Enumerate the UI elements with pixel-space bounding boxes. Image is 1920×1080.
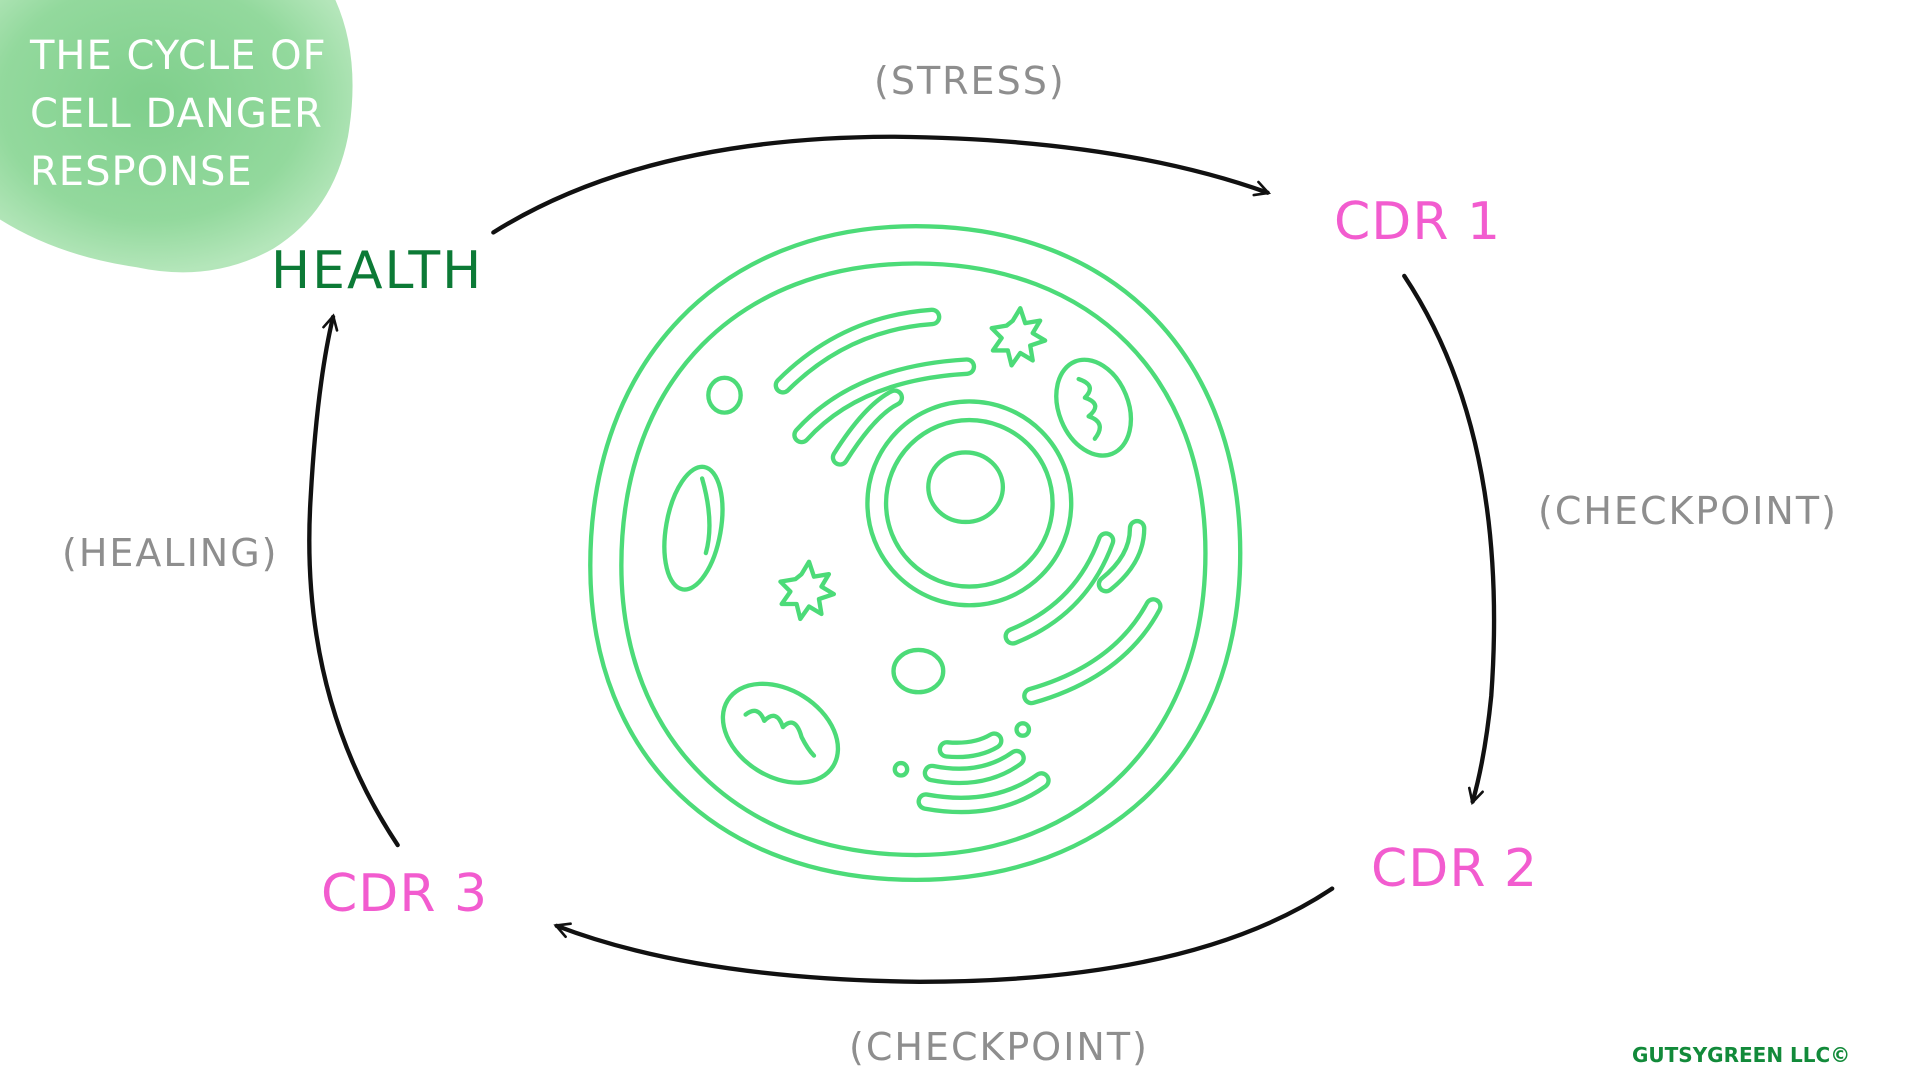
title-line-1: THE CYCLE OF — [30, 33, 327, 79]
node-cdr3: CDR 3 — [321, 864, 489, 924]
node-cdr2: CDR 2 — [1371, 839, 1539, 899]
title-line-2: CELL DANGER — [30, 91, 323, 137]
arrow-stress — [491, 134, 1267, 235]
label-checkpoint-right: (CHECKPOINT) — [1538, 489, 1838, 533]
node-cdr1: CDR 1 — [1334, 192, 1502, 252]
arrow-checkpoint-right — [1402, 273, 1497, 802]
watercolor-blob — [0, 0, 353, 273]
node-health: HEALTH — [271, 241, 484, 301]
label-stress: (STRESS) — [874, 59, 1066, 103]
label-healing: (HEALING) — [62, 531, 279, 575]
label-checkpoint-bottom: (CHECKPOINT) — [849, 1025, 1149, 1069]
title-line-3: RESPONSE — [30, 149, 253, 195]
cell-illustration — [588, 224, 1243, 883]
arrow-checkpoint-bottom — [557, 886, 1335, 984]
arrow-healing — [307, 317, 400, 848]
credit-text: GUTSYGREEN LLC© — [1632, 1043, 1851, 1067]
